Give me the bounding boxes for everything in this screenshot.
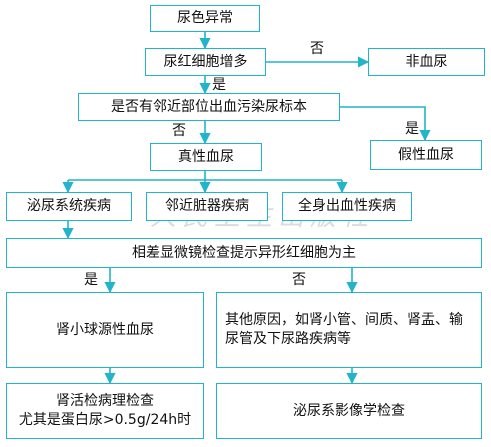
node-true-hematuria: 真性血尿 [150,143,262,171]
edge-label-no-3: 否 [292,272,306,288]
node-rbc-increase: 尿红细胞增多 [145,48,266,76]
biopsy-line-2: 尤其是蛋白尿>0.5g/24h时 [18,412,192,428]
node-non-hematuria: 非血尿 [368,48,485,76]
node-imaging: 泌尿系影像学检查 [216,383,482,439]
node-other-causes: 其他原因，如肾小管、间质、肾盂、输尿管及下尿路疾病等 [216,292,482,368]
node-pseudo-hematuria: 假性血尿 [370,140,482,170]
biopsy-line-1: 肾活检病理检查 [56,393,154,410]
edge-contam-to-pseudo [340,106,431,142]
node-urinary-disease: 泌尿系统疾病 [6,192,132,221]
node-glomerular: 肾小球源性血尿 [6,292,204,368]
node-urine-color: 尿色异常 [150,5,260,32]
edge-label-yes-1: 是 [212,77,226,93]
node-microscopy: 相差显微镜检查提示异形红细胞为主 [6,238,482,268]
edge-label-no-2: 否 [172,123,186,139]
node-adjacent-organ: 邻近脏器疾病 [146,192,268,221]
edge-label-no-1: 否 [310,41,324,57]
edge-label-yes-2: 是 [405,121,419,137]
edge-label-yes-3: 是 [84,272,98,288]
node-biopsy: 肾活检病理检查 尤其是蛋白尿>0.5g/24h时 [6,383,204,439]
node-systemic-bleeding: 全身出血性疾病 [282,192,412,221]
node-contamination: 是否有邻近部位出血污染尿标本 [78,93,340,121]
